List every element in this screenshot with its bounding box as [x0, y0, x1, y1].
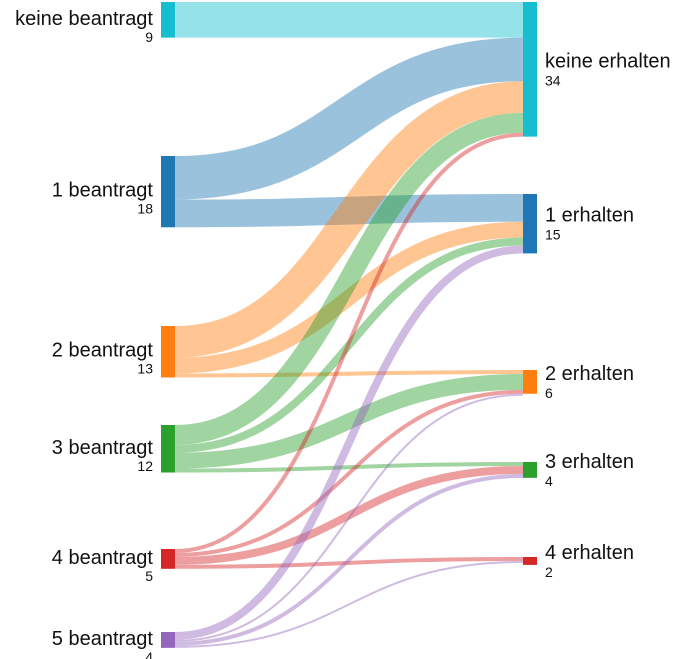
node-R2 — [523, 370, 537, 394]
node-R4 — [523, 557, 537, 565]
node-count-R3: 4 — [545, 473, 553, 489]
node-label-R2: 2 erhalten — [545, 363, 634, 385]
node-L5 — [161, 632, 175, 648]
node-L4 — [161, 549, 175, 569]
node-count-R1: 15 — [545, 227, 561, 243]
link-L3-R3 — [174, 462, 524, 473]
link-L5-R1 — [174, 245, 524, 640]
nodes-layer — [161, 2, 537, 648]
node-count-L2: 13 — [137, 361, 153, 377]
node-label-L0: keine beantragt — [15, 8, 153, 30]
link-L4-R2 — [174, 389, 524, 557]
node-L0 — [161, 2, 175, 38]
link-L3-R1 — [174, 237, 524, 453]
link-L2-R0 — [174, 81, 524, 358]
link-L1-R1 — [174, 194, 524, 228]
node-R0 — [523, 2, 537, 137]
node-R1 — [523, 194, 537, 254]
node-label-L1: 1 beantragt — [52, 180, 154, 202]
node-count-L1: 18 — [137, 201, 153, 217]
node-label-L4: 4 beantragt — [52, 547, 154, 569]
link-L4-R3 — [174, 465, 524, 565]
link-L4-R4 — [174, 557, 524, 569]
node-L2 — [161, 326, 175, 378]
node-label-L5: 5 beantragt — [52, 628, 154, 650]
node-count-R4: 2 — [545, 564, 553, 580]
link-L3-R2 — [174, 373, 524, 469]
node-count-L4: 5 — [145, 568, 153, 584]
link-L5-R4 — [174, 560, 524, 648]
node-count-R0: 34 — [545, 72, 561, 88]
node-count-R2: 6 — [545, 385, 553, 401]
link-L4-R0 — [174, 132, 524, 553]
link-L5-R3 — [174, 473, 524, 646]
node-L3 — [161, 425, 175, 473]
node-count-L5: 4 — [145, 649, 153, 659]
node-label-R4: 4 erhalten — [545, 542, 634, 564]
node-count-L0: 9 — [145, 29, 153, 45]
node-label-L3: 3 beantragt — [52, 437, 154, 459]
node-label-L2: 2 beantragt — [52, 340, 154, 362]
node-label-R1: 1 erhalten — [545, 205, 634, 227]
node-label-R0: keine erhalten — [545, 50, 671, 72]
link-L2-R2 — [174, 370, 524, 378]
node-R3 — [523, 462, 537, 478]
node-count-L3: 12 — [137, 458, 153, 474]
link-L5-R2 — [174, 393, 524, 642]
links-layer — [174, 1, 524, 648]
node-label-R3: 3 erhalten — [545, 451, 634, 473]
link-L3-R0 — [174, 112, 524, 445]
link-L2-R1 — [174, 221, 524, 374]
link-L1-R0 — [174, 37, 524, 200]
node-L1 — [161, 156, 175, 228]
